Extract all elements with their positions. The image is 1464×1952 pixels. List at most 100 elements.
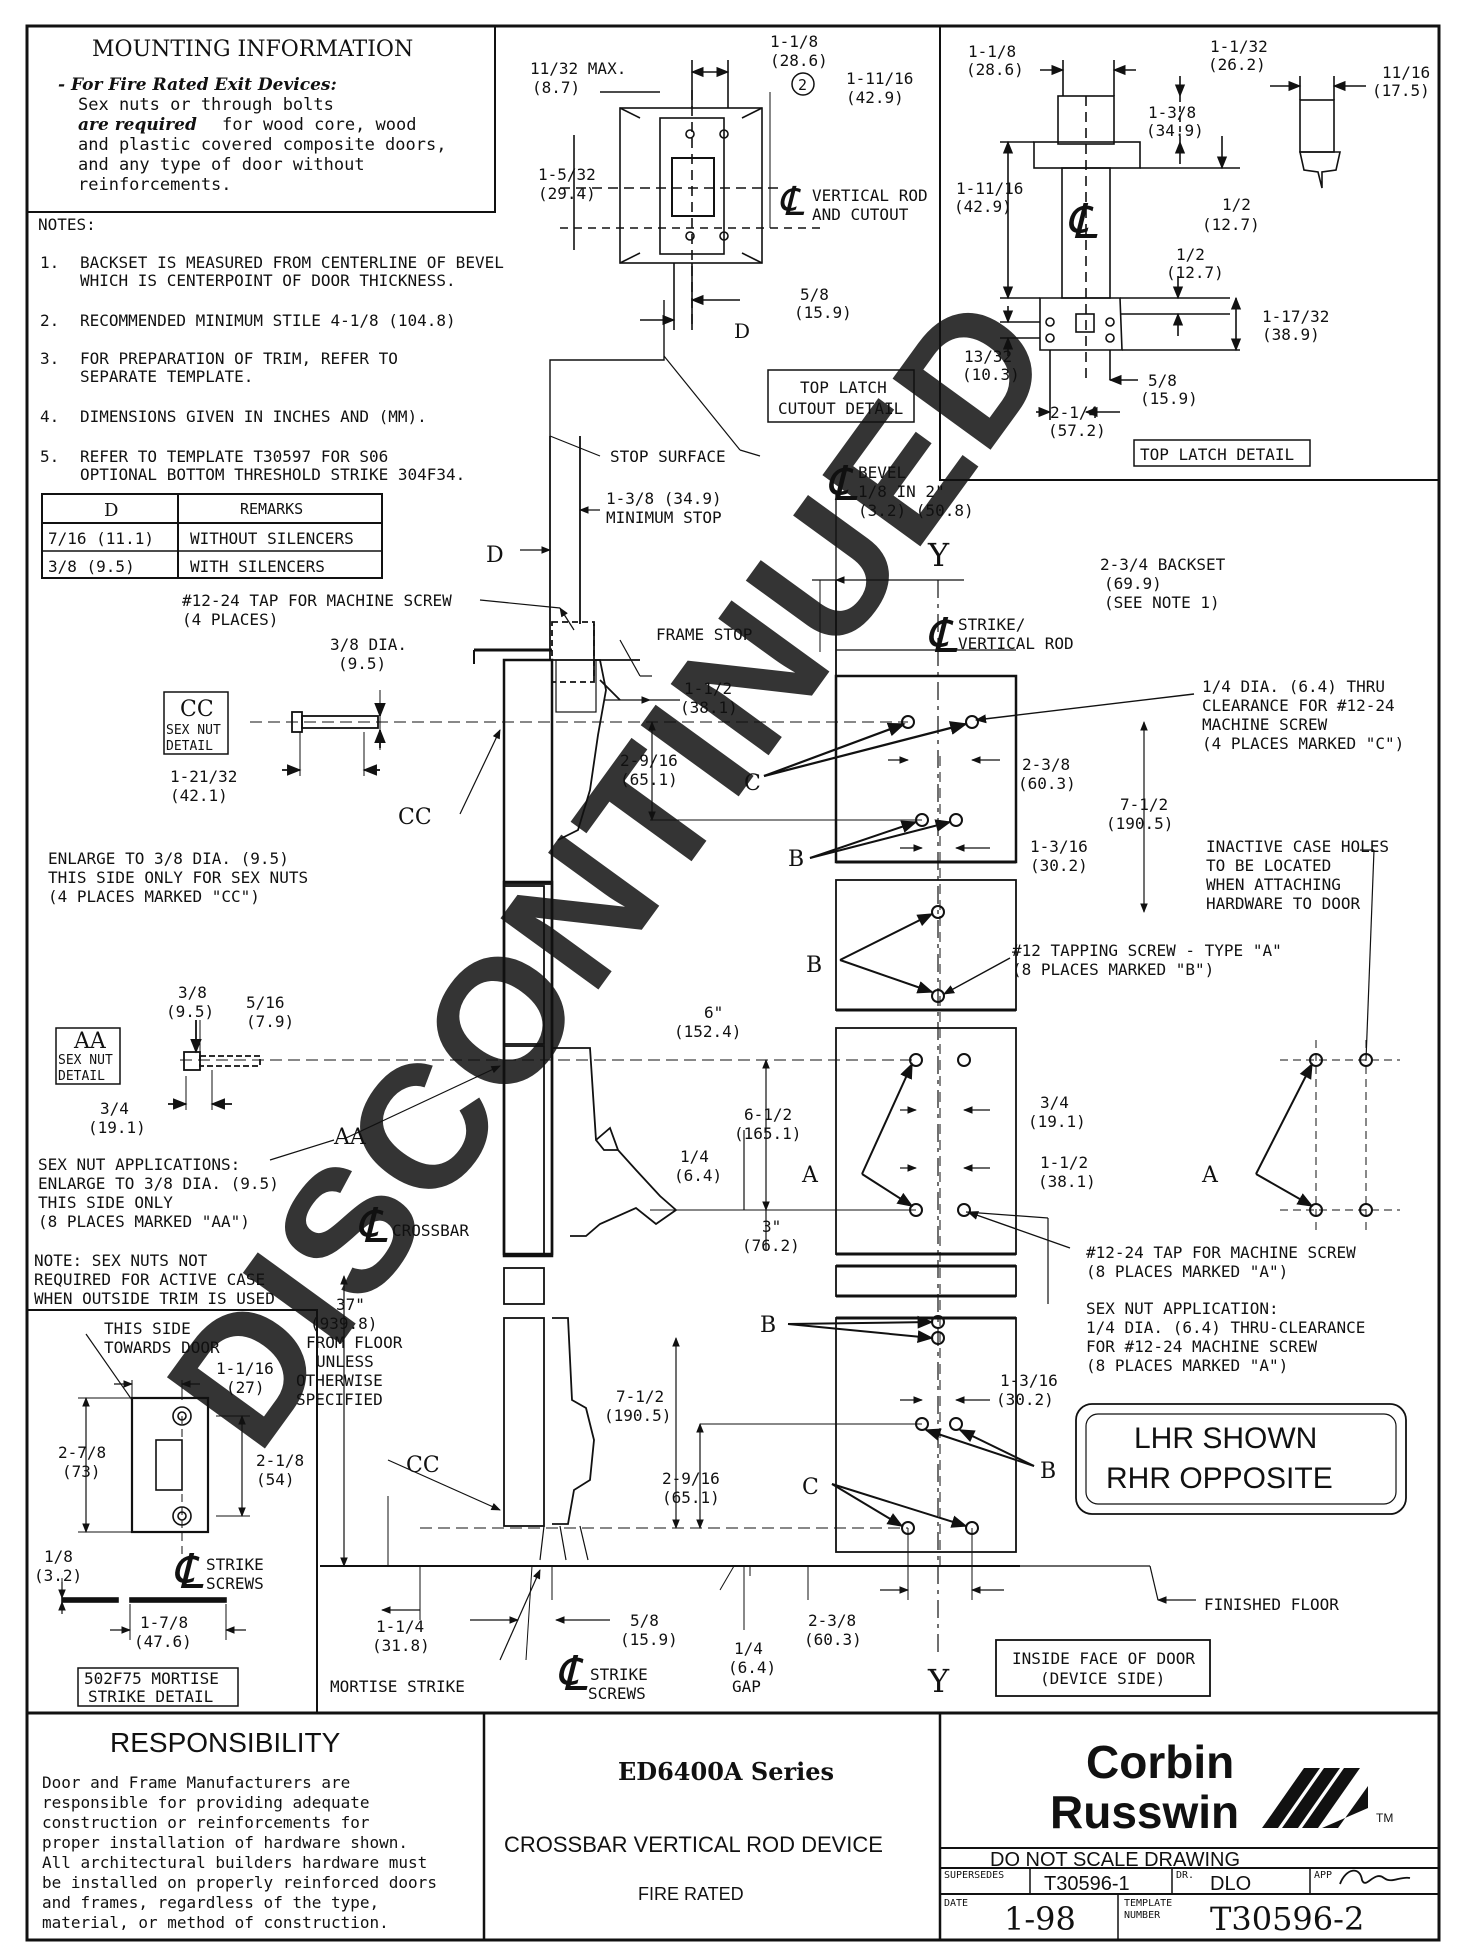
dim-label: 2-3/8 bbox=[808, 1611, 856, 1630]
hole-mark-a: A bbox=[1201, 1163, 1219, 1188]
dim-label: 1/4 bbox=[734, 1639, 763, 1658]
note-number: 4. bbox=[40, 407, 59, 426]
callout-label: 1/4 DIA. (6.4) THRU bbox=[1202, 677, 1385, 696]
do-not-scale-note: DO NOT SCALE DRAWING bbox=[990, 1849, 1240, 1871]
mounting-title: MOUNTING INFORMATION bbox=[92, 37, 413, 62]
dim-label: 2-1/8 bbox=[256, 1451, 304, 1470]
dim-label: FROM FLOOR bbox=[306, 1333, 403, 1352]
hole-mark-cc: CC bbox=[406, 1453, 440, 1478]
corbin-russwin-logo: Corbin Russwin TM bbox=[1050, 1736, 1393, 1838]
detail-tag: DETAIL bbox=[58, 1069, 105, 1084]
callout-label: #12-24 TAP FOR MACHINE SCREW bbox=[1086, 1243, 1356, 1262]
hole-mark-b: B bbox=[1040, 1459, 1056, 1484]
dim-label: 1-11/16 bbox=[956, 179, 1023, 198]
lhr-note: LHR SHOWN bbox=[1134, 1422, 1317, 1455]
centerline-symbol-icon: ℄ bbox=[778, 179, 805, 225]
dim-label: (165.1) bbox=[734, 1124, 801, 1143]
dim-label: (69.9) bbox=[1104, 574, 1162, 593]
top-latch-detail bbox=[939, 25, 1440, 481]
callout-label: STRIKE bbox=[206, 1555, 264, 1574]
callout-circle bbox=[791, 72, 815, 96]
hole-mark-aa: AA bbox=[333, 1125, 367, 1150]
responsibility-title: RESPONSIBILITY bbox=[110, 1727, 341, 1758]
centerline-symbol-icon: ℄ bbox=[826, 456, 858, 512]
callout-label: TOWARDS DOOR bbox=[104, 1338, 220, 1357]
mounting-line: reinforcements. bbox=[78, 175, 232, 195]
callout-label: 1/8 IN 2" bbox=[858, 482, 945, 501]
dim-label: 1-21/32 bbox=[170, 767, 237, 786]
dim-label: (65.1) bbox=[620, 770, 678, 789]
dim-label: (12.7) bbox=[1202, 215, 1260, 234]
detail-tag: CC bbox=[180, 697, 214, 722]
callout-label: STRIKE bbox=[590, 1665, 648, 1684]
callout-label: SEX NUT APPLICATION: bbox=[1086, 1299, 1279, 1318]
top-latch-cutout-detail bbox=[560, 60, 820, 330]
dim-label: 1-7/8 bbox=[140, 1613, 188, 1632]
dim-label: 1-1/2 bbox=[1040, 1153, 1088, 1172]
callout-label: ENLARGE TO 3/8 DIA. (9.5) bbox=[48, 849, 289, 868]
dim-label: (42.9) bbox=[846, 88, 904, 107]
callout-label: 1/4 DIA. (6.4) THRU-CLEARANCE bbox=[1086, 1318, 1365, 1337]
dim-label: (31.8) bbox=[372, 1636, 430, 1655]
dim-label: (3.2) bbox=[34, 1566, 82, 1585]
mounting-line: and any type of door without bbox=[78, 155, 365, 175]
dim-letter: D bbox=[486, 543, 504, 568]
callout-label: (4 PLACES) bbox=[182, 610, 278, 629]
dim-label: 1-17/32 bbox=[1262, 307, 1329, 326]
dim-label: 2-7/8 bbox=[58, 1443, 106, 1462]
caption-box bbox=[1133, 439, 1311, 467]
caption: TOP LATCH bbox=[800, 378, 887, 397]
hole-mark-b: B bbox=[788, 847, 804, 872]
hole-mark-c: C bbox=[802, 1475, 819, 1500]
main-elevation bbox=[168, 300, 1407, 1697]
detail-tag: DETAIL bbox=[166, 739, 213, 754]
callout-label: ENLARGE TO 3/8 DIA. (9.5) bbox=[38, 1174, 279, 1193]
notes-section: NOTES: 1. BACKSET IS MEASURED FROM CENTE… bbox=[38, 215, 504, 484]
lhr-note: RHR OPPOSITE bbox=[1106, 1462, 1333, 1495]
callout-label: SCREWS bbox=[588, 1684, 646, 1703]
dim-label: 2-9/16 bbox=[662, 1469, 720, 1488]
dim-label: 5/8 bbox=[1148, 371, 1177, 390]
callout-label: #12-24 TAP FOR MACHINE SCREW bbox=[182, 591, 452, 610]
title-block: RESPONSIBILITY Door and Frame Manufactur… bbox=[42, 1713, 1439, 1940]
dim-label: (26.2) bbox=[1208, 55, 1266, 74]
dim-label: VERTICAL ROD bbox=[812, 186, 928, 205]
logo-text: Corbin bbox=[1086, 1736, 1234, 1788]
dim-label: (28.6) bbox=[770, 51, 828, 70]
dim-label: 5/16 bbox=[246, 993, 285, 1012]
date-value: 1-98 bbox=[1004, 1900, 1076, 1938]
callout-label: THIS SIDE ONLY bbox=[38, 1193, 173, 1212]
dim-label: 37" bbox=[336, 1295, 365, 1314]
note-text: SEPARATE TEMPLATE. bbox=[80, 367, 253, 386]
notes-title: NOTES: bbox=[38, 215, 96, 234]
dim-label: (7.9) bbox=[246, 1012, 294, 1031]
centerline-symbol-icon: ℄ bbox=[1066, 194, 1098, 250]
detail-tag-box bbox=[163, 691, 229, 755]
dim-label: 3/4 bbox=[1040, 1093, 1069, 1112]
responsibility-line: be installed on properly reinforced door… bbox=[42, 1873, 437, 1892]
product-series: ED6400A Series bbox=[618, 1757, 834, 1786]
d-table-header-remarks: REMARKS bbox=[240, 500, 303, 518]
callout-label: MORTISE STRIKE bbox=[330, 1677, 465, 1696]
callout-label: STRIKE/ bbox=[958, 615, 1025, 634]
product-rating: FIRE RATED bbox=[638, 1884, 744, 1904]
dim-label: MINIMUM STOP bbox=[606, 508, 722, 527]
callout-label: VERTICAL ROD bbox=[958, 634, 1074, 653]
callout-number: 2 bbox=[798, 76, 807, 94]
detail-tag: SEX NUT bbox=[166, 723, 221, 738]
caption: CUTOUT DETAIL bbox=[778, 399, 903, 418]
dim-label: 1-1/2 bbox=[684, 679, 732, 698]
main-elevation-labels: STOP SURFACE ℄ BEVEL 1/8 IN 2" (3.2) (50… bbox=[34, 447, 1404, 1703]
responsibility-line: All architectural builders hardware must bbox=[42, 1853, 427, 1872]
responsibility-line: construction or reinforcements for bbox=[42, 1813, 370, 1832]
section-marker-y: Y bbox=[927, 1662, 950, 1700]
dim-label: (12.7) bbox=[1166, 263, 1224, 282]
callout-label: HARDWARE TO DOOR bbox=[1206, 894, 1360, 913]
dim-label: 7-1/2 bbox=[1120, 795, 1168, 814]
dim-label: (30.2) bbox=[1030, 856, 1088, 875]
hole-mark-b: B bbox=[806, 953, 822, 978]
d-table-cell: WITHOUT SILENCERS bbox=[190, 529, 354, 548]
dim-label: UNLESS bbox=[316, 1352, 374, 1371]
dim-label: (17.5) bbox=[1372, 81, 1430, 100]
